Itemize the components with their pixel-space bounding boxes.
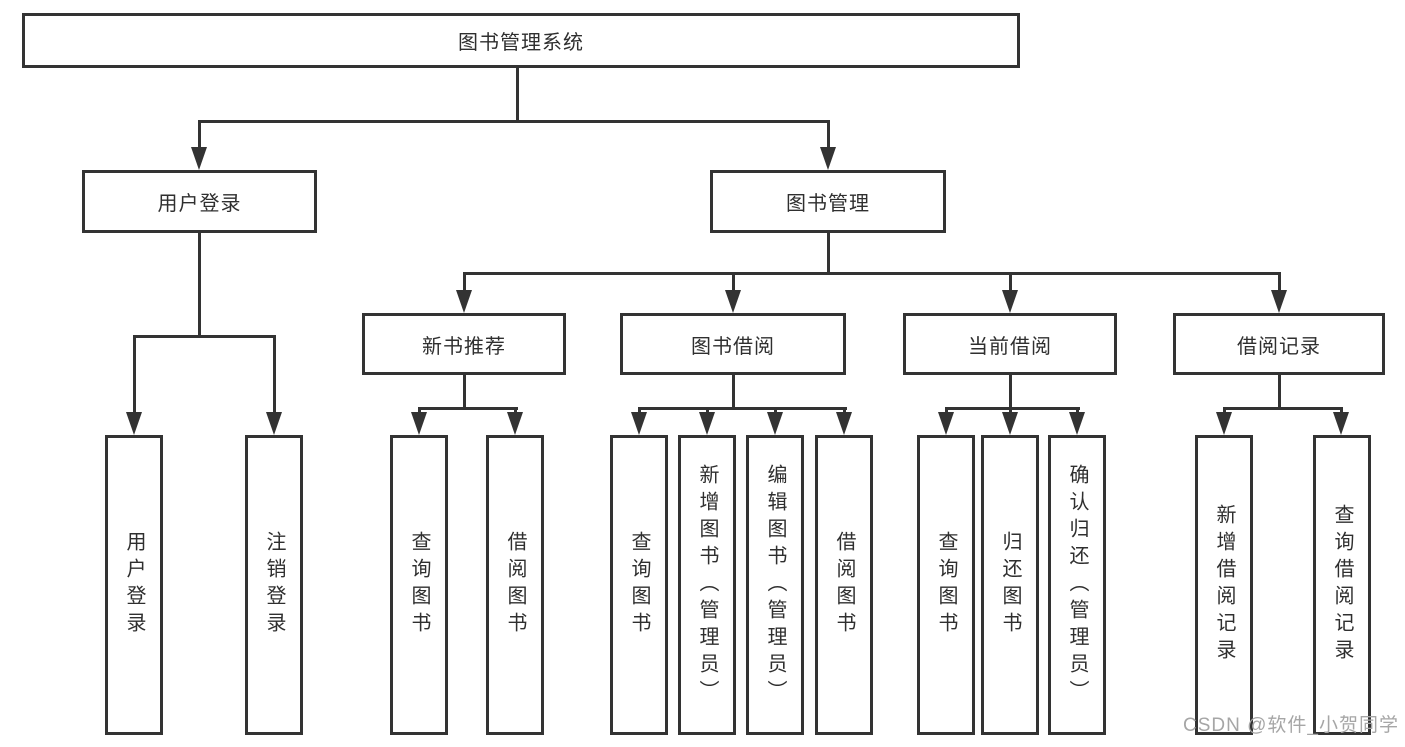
connector-hline — [945, 407, 1080, 410]
node-book-borrow: 图书借阅 — [620, 313, 846, 375]
connector-vline — [774, 407, 777, 415]
leaf-borrow-books: 借阅图书 — [815, 435, 873, 735]
node-label: 用户登录 — [123, 531, 145, 639]
connector-vline — [827, 120, 830, 150]
arrowhead-down-icon — [456, 290, 472, 313]
node-label: 确认归还（管理员） — [1066, 463, 1088, 707]
connector-vline — [463, 375, 466, 407]
connector-vline — [1009, 407, 1012, 415]
node-label: 新增图书（管理员） — [696, 463, 718, 707]
arrowhead-down-icon — [725, 290, 741, 313]
arrowhead-down-icon — [126, 412, 142, 435]
leaf-query-books-current: 查询图书 — [917, 435, 975, 735]
connector-vline — [1340, 407, 1343, 415]
connector-vline — [273, 335, 276, 415]
connector-vline — [133, 335, 136, 415]
leaf-edit-books-admin: 编辑图书（管理员） — [746, 435, 804, 735]
connector-hline — [133, 335, 276, 338]
csdn-watermark: CSDN @软件_小贺同学 — [1183, 715, 1399, 736]
connector-vline — [945, 407, 948, 415]
connector-vline — [1076, 407, 1079, 415]
connector-vline — [1223, 407, 1226, 415]
connector-hline — [463, 272, 1281, 275]
leaf-return-books: 归还图书 — [981, 435, 1039, 735]
node-label: 新增借阅记录 — [1213, 504, 1235, 666]
leaf-query-books-recommend: 查询图书 — [390, 435, 448, 735]
node-label: 借阅图书 — [504, 531, 526, 639]
arrowhead-down-icon — [1271, 290, 1287, 313]
connector-hline — [418, 407, 518, 410]
node-user-login: 用户登录 — [82, 170, 317, 233]
arrowhead-down-icon — [1216, 412, 1232, 435]
node-label: 图书管理 — [786, 193, 870, 215]
connector-vline — [827, 233, 830, 272]
connector-vline — [418, 407, 421, 415]
connector-vline — [1009, 272, 1012, 292]
connector-vline — [514, 407, 517, 415]
connector-hline — [638, 407, 847, 410]
arrowhead-down-icon — [507, 412, 523, 435]
connector-vline — [1009, 375, 1012, 407]
leaf-confirm-return-admin: 确认归还（管理员） — [1048, 435, 1106, 735]
leaf-add-books-admin: 新增图书（管理员） — [678, 435, 736, 735]
arrowhead-down-icon — [411, 412, 427, 435]
node-book-management: 图书管理 — [710, 170, 946, 233]
connector-vline — [198, 120, 201, 150]
arrowhead-down-icon — [631, 412, 647, 435]
connector-vline — [732, 272, 735, 292]
connector-vline — [732, 375, 735, 407]
node-label: 图书借阅 — [691, 335, 775, 358]
arrowhead-down-icon — [266, 412, 282, 435]
leaf-borrow-books-recommend: 借阅图书 — [486, 435, 544, 735]
node-label: 查询借阅记录 — [1331, 504, 1353, 666]
arrowhead-down-icon — [1069, 412, 1085, 435]
connector-vline — [843, 407, 846, 415]
node-label: 查询图书 — [408, 531, 430, 639]
arrowhead-down-icon — [699, 412, 715, 435]
leaf-logout: 注销登录 — [245, 435, 303, 735]
node-label: 当前借阅 — [968, 335, 1052, 358]
arrowhead-down-icon — [1002, 412, 1018, 435]
arrowhead-down-icon — [836, 412, 852, 435]
connector-vline — [1278, 272, 1281, 292]
connector-hline — [198, 120, 830, 123]
leaf-add-borrow-record: 新增借阅记录 — [1195, 435, 1253, 735]
connector-vline — [463, 272, 466, 292]
node-label: 查询图书 — [628, 531, 650, 639]
connector-vline — [638, 407, 641, 415]
node-library-management-system: 图书管理系统 — [22, 13, 1020, 68]
node-label: 归还图书 — [999, 531, 1021, 639]
node-borrow-records: 借阅记录 — [1173, 313, 1385, 375]
arrowhead-down-icon — [191, 147, 207, 170]
leaf-query-borrow-record: 查询借阅记录 — [1313, 435, 1371, 735]
node-label: 新书推荐 — [422, 335, 506, 358]
connector-hline — [1223, 407, 1343, 410]
connector-vline — [516, 68, 519, 120]
node-current-borrow: 当前借阅 — [903, 313, 1117, 375]
connector-vline — [198, 233, 201, 335]
node-label: 编辑图书（管理员） — [764, 463, 786, 707]
arrowhead-down-icon — [1333, 412, 1349, 435]
node-label: 图书管理系统 — [458, 32, 584, 54]
arrowhead-down-icon — [938, 412, 954, 435]
connector-vline — [706, 407, 709, 415]
node-label: 借阅图书 — [833, 531, 855, 639]
node-label: 用户登录 — [157, 193, 242, 215]
node-label: 借阅记录 — [1237, 335, 1321, 358]
arrowhead-down-icon — [767, 412, 783, 435]
arrowhead-down-icon — [1002, 290, 1018, 313]
leaf-user-login: 用户登录 — [105, 435, 163, 735]
node-label: 查询图书 — [935, 531, 957, 639]
node-label: 注销登录 — [263, 531, 285, 639]
node-new-book-recommend: 新书推荐 — [362, 313, 566, 375]
leaf-query-books-borrow: 查询图书 — [610, 435, 668, 735]
arrowhead-down-icon — [820, 147, 836, 170]
connector-vline — [1278, 375, 1281, 407]
